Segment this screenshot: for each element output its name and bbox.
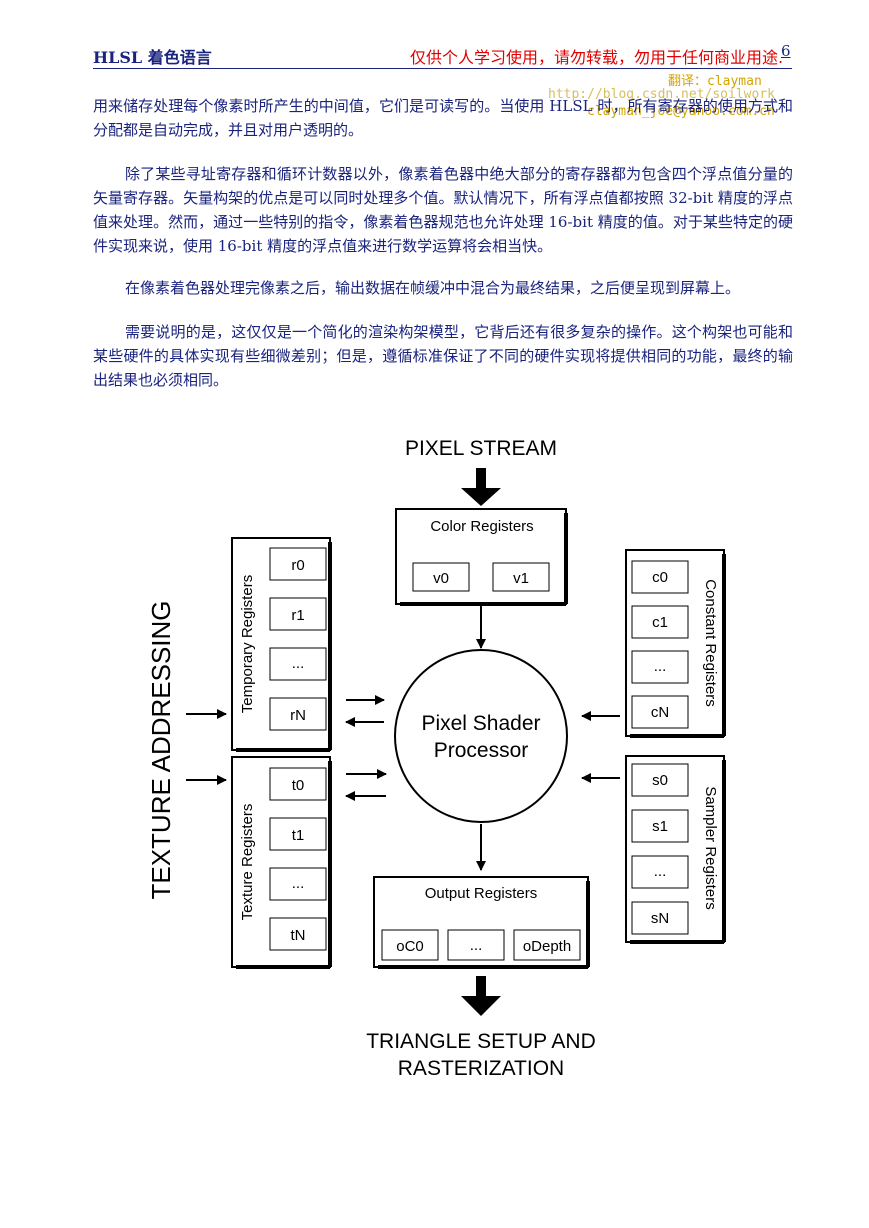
sampler-registers-title: Sampler Registers — [702, 786, 719, 909]
constant-registers-group: c0 c1 ... cN Constant Registers — [625, 549, 726, 738]
temporary-registers-title: Temporary Registers — [239, 575, 256, 713]
register-s1: s1 — [652, 818, 668, 835]
register-rN: rN — [290, 707, 306, 724]
running-header-title: HLSL 着色语言 — [93, 48, 212, 67]
processor-label-line1: Pixel Shader — [421, 712, 540, 735]
register-s-ellipsis: ... — [654, 863, 667, 880]
watermark-blog-link[interactable]: http://blog.csdn.net/soilwork — [548, 87, 775, 102]
register-t0: t0 — [292, 777, 305, 794]
constant-registers-title: Constant Registers — [702, 579, 719, 707]
register-t1: t1 — [292, 827, 305, 844]
register-cN: cN — [651, 704, 669, 721]
register-s0: s0 — [652, 772, 668, 789]
register-sN: sN — [651, 910, 669, 927]
pixel-shader-architecture-diagram: PIXEL STREAM Color Registers v0 v1 Pixel… — [146, 437, 726, 1080]
page-number: 6 — [781, 42, 791, 60]
rasterization-arrow — [461, 976, 501, 1016]
register-o-ellipsis: ... — [470, 937, 483, 954]
register-r1: r1 — [291, 607, 304, 624]
triangle-setup-label-line2: RASTERIZATION — [398, 1057, 564, 1080]
watermark-translator: 翻译：clayman — [668, 74, 762, 89]
texture-registers-title: Texture Registers — [239, 804, 256, 921]
paragraph-1: 用来储存处理每个像素时所产生的中间值，它们是可读写的。当使用 HLSL 时，所有… — [93, 97, 793, 139]
watermark-email: clayman_joe@yahoo.com.cn — [587, 104, 775, 119]
texture-registers-group: Texture Registers t0 t1 ... tN — [231, 756, 332, 969]
pixel-shader-processor: Pixel Shader Processor — [394, 649, 568, 823]
register-t-ellipsis: ... — [292, 875, 305, 892]
register-c-ellipsis: ... — [654, 658, 667, 675]
pixel-stream-arrow — [461, 468, 501, 506]
temporary-registers-group: Temporary Registers r0 r1 ... rN — [231, 537, 332, 752]
paragraph-2: 除了某些寻址寄存器和循环计数器以外，像素着色器中绝大部分的寄存器都为包含四个浮点… — [93, 165, 793, 255]
color-registers-title: Color Registers — [430, 518, 533, 535]
paragraph-3: 在像素着色器处理完像素之后，输出数据在帧缓冲中混合为最终结果，之后便呈现到屏幕上… — [125, 279, 741, 297]
register-oC0: oC0 — [396, 938, 424, 955]
pixel-stream-label: PIXEL STREAM — [405, 437, 557, 460]
register-r-ellipsis: ... — [292, 655, 305, 672]
copyright-notice: 仅供个人学习使用，请勿转载，勿用于任何商业用途. — [410, 48, 784, 67]
output-registers-group: Output Registers oC0 ... oDepth — [373, 876, 590, 969]
output-registers-title: Output Registers — [425, 885, 538, 902]
register-c1: c1 — [652, 614, 668, 631]
register-v1: v1 — [513, 570, 529, 587]
register-r0: r0 — [291, 557, 304, 574]
register-v0: v0 — [433, 570, 449, 587]
register-oDepth: oDepth — [523, 938, 571, 955]
register-tN: tN — [291, 927, 306, 944]
triangle-setup-label-line1: TRIANGLE SETUP AND — [366, 1030, 596, 1053]
paragraph-4: 需要说明的是，这仅仅是一个简化的渲染构架模型，它背后还有很多复杂的操作。这个构架… — [93, 323, 793, 389]
sampler-registers-group: s0 s1 ... sN Sampler Registers — [625, 755, 726, 944]
header-rule — [93, 68, 792, 69]
register-c0: c0 — [652, 569, 668, 586]
processor-label-line2: Processor — [434, 739, 529, 762]
texture-addressing-label: TEXTURE ADDRESSING — [146, 600, 176, 899]
color-registers-group: Color Registers v0 v1 — [395, 508, 568, 606]
